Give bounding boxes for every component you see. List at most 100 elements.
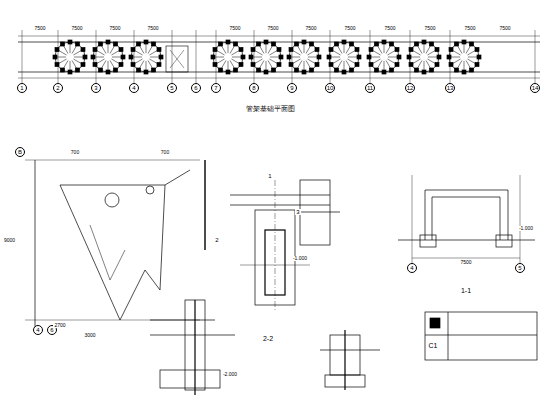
anchor-pad [226, 40, 230, 44]
anchor-pad [475, 63, 479, 67]
anchor-pad [355, 63, 359, 67]
tank-rib [93, 49, 104, 56]
tank-rib [336, 42, 343, 53]
tank-rib [376, 42, 383, 53]
tank-rib [148, 42, 155, 53]
tank-rib [456, 60, 463, 71]
axis-line [370, 30, 371, 83]
anchor-pad [375, 42, 379, 46]
anchor-pad [81, 48, 85, 52]
tank-rib [93, 59, 104, 66]
tank-rib [149, 59, 160, 66]
dimension-text: 700 [70, 150, 80, 155]
anchor-pad [317, 55, 321, 59]
axis-number: 13 [447, 85, 454, 91]
anchor-pad [61, 68, 65, 72]
axis-bubble: 1 [17, 83, 27, 93]
section-2-2 [230, 180, 340, 310]
axis-line [58, 30, 59, 83]
anchor-pad [251, 48, 255, 52]
anchor-pad [68, 70, 72, 74]
dimension-text: 3 [295, 209, 300, 215]
tank-rib [138, 60, 145, 71]
dimension-text: 7500 [228, 26, 241, 31]
axis-number: 6 [50, 327, 53, 333]
anchor-pad [213, 48, 217, 52]
tank-rib [336, 60, 343, 71]
anchor-pad [295, 42, 299, 46]
anchor-pad [397, 55, 401, 59]
tank-rib [427, 49, 438, 56]
anchor-pad [375, 68, 379, 72]
dimension-text: 7500 [463, 26, 476, 31]
anchor-pad [61, 42, 65, 46]
tank-rib [258, 42, 265, 53]
anchor-pad [219, 42, 223, 46]
dimension-text: 7500 [146, 26, 159, 31]
tank-rib [376, 60, 383, 71]
anchor-pad [114, 42, 118, 46]
tank-rib [110, 60, 117, 71]
anchor-pad [430, 42, 434, 46]
anchor-pad [55, 48, 59, 52]
dimension-text: 7500 [266, 26, 279, 31]
tank-rib [220, 60, 227, 71]
anchor-pad [239, 63, 243, 67]
tank-rib [72, 42, 79, 53]
axis-line [172, 30, 173, 83]
anchor-pad [390, 68, 394, 72]
anchor-pad [219, 68, 223, 72]
tank-rib [329, 59, 340, 66]
tank-rib [220, 42, 227, 53]
axis-bubble: 14 [530, 83, 541, 94]
tank-rib [72, 60, 79, 71]
dimension-text: 7500 [304, 26, 317, 31]
anchor-pad [137, 68, 141, 72]
anchor-pad [415, 68, 419, 72]
axis-line [96, 30, 97, 83]
axis-bubble: 8 [249, 83, 259, 93]
axis-bubble: 4 [129, 83, 139, 93]
tank-rib [449, 59, 460, 66]
anchor-pad [329, 63, 333, 67]
axis-line [450, 30, 451, 83]
tank-rib [386, 60, 393, 71]
tank-rib [230, 60, 237, 71]
tank-rib [73, 49, 84, 56]
anchor-pad [455, 42, 459, 46]
anchor-pad [129, 55, 133, 59]
anchor-pad [279, 55, 283, 59]
anchor-pad [342, 40, 346, 44]
anchor-pad [106, 70, 110, 74]
tank-rib [329, 49, 340, 56]
tank-rib [100, 60, 107, 71]
anchor-pad [264, 70, 268, 74]
anchor-pad [119, 63, 123, 67]
anchor-pad [272, 42, 276, 46]
axis-bubble: 6 [191, 83, 201, 93]
tank-rib [409, 59, 420, 66]
anchor-pad [93, 63, 97, 67]
anchor-pad [144, 40, 148, 44]
tank-rib [416, 42, 423, 53]
tank-rib [347, 59, 358, 66]
tank-rib [467, 59, 478, 66]
axis-bubble: B [15, 147, 25, 157]
axis-bubble: 2 [53, 83, 63, 93]
anchor-pad [395, 48, 399, 52]
anchor-pad [382, 40, 386, 44]
anchor-pad [241, 55, 245, 59]
tank-rib [231, 49, 242, 56]
anchor-pad [369, 63, 373, 67]
anchor-pad [315, 48, 319, 52]
anchor-pad [234, 68, 238, 72]
anchor-pad [357, 55, 361, 59]
anchor-pad [335, 42, 339, 46]
axis-line [216, 30, 217, 83]
anchor-pad [213, 63, 217, 67]
axis-number: 4 [410, 265, 413, 271]
tank-rib [111, 49, 122, 56]
anchor-pad [114, 68, 118, 72]
anchor-pad [470, 68, 474, 72]
tank-rib [148, 60, 155, 71]
